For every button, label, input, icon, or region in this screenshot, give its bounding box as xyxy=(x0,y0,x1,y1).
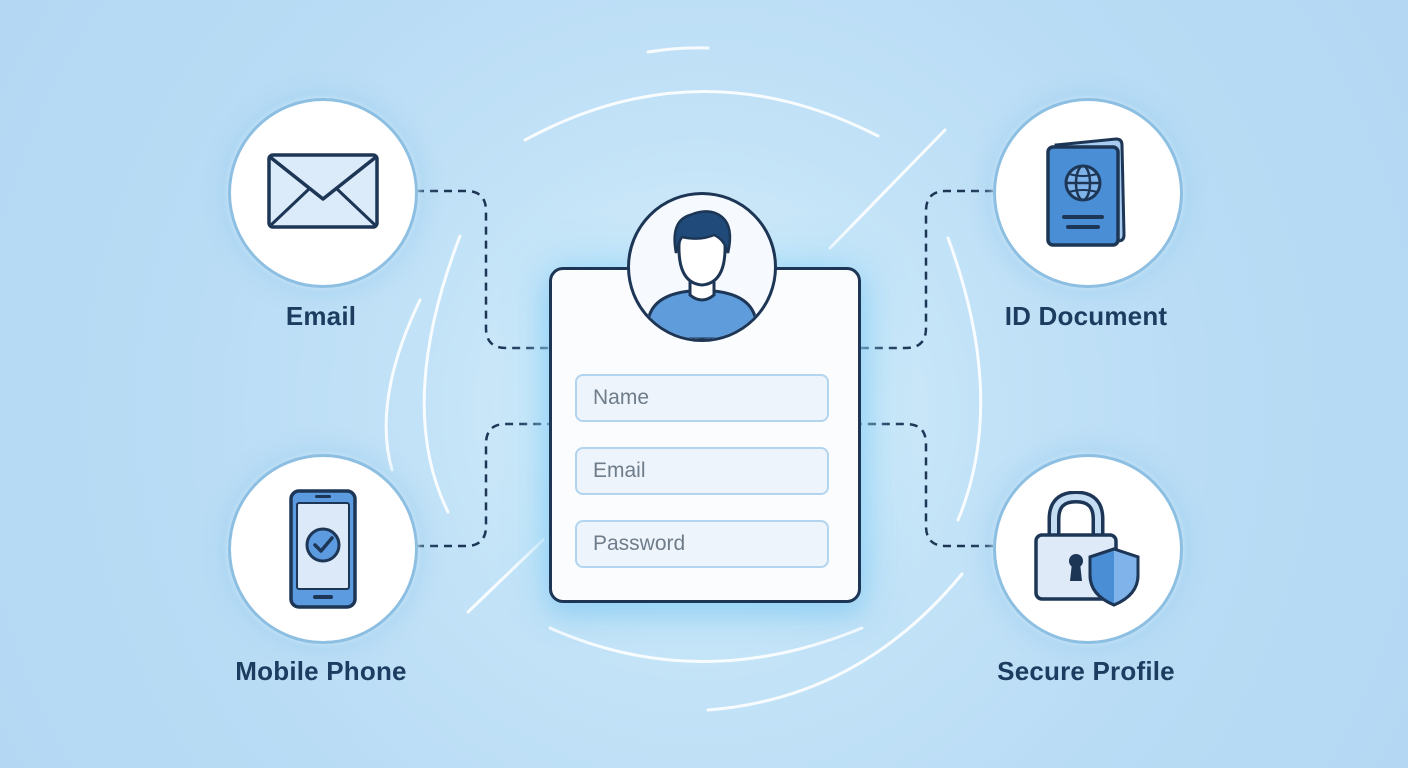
id-document-label: ID Document xyxy=(1004,301,1168,331)
mobile-phone-label: Mobile Phone xyxy=(235,656,407,686)
arc-left-outer xyxy=(384,298,422,472)
mobile-phone-node xyxy=(228,454,418,644)
decorative-arcs xyxy=(384,46,983,712)
arc-bottom xyxy=(548,626,864,663)
email-field[interactable]: Email xyxy=(575,447,829,495)
id-document-node xyxy=(993,98,1183,288)
padlock-shield-icon xyxy=(1034,491,1140,607)
arc-left-inner xyxy=(422,234,462,514)
email-node xyxy=(228,98,418,288)
user-silhouette xyxy=(646,210,758,339)
password-field[interactable]: Password xyxy=(575,520,829,568)
secure-profile-node xyxy=(993,454,1183,644)
name-field[interactable]: Name xyxy=(575,374,829,422)
secure-profile-label: Secure Profile xyxy=(997,656,1175,686)
connector-email xyxy=(416,189,549,350)
dashed-connectors xyxy=(416,189,993,548)
connector-mobile-phone xyxy=(416,422,549,548)
connector-secure-profile xyxy=(858,422,993,548)
arc-top-small xyxy=(646,46,710,54)
arc-top xyxy=(523,90,880,142)
email-label: Email xyxy=(285,301,357,331)
envelope-icon xyxy=(267,153,379,229)
line-lower-left xyxy=(466,538,545,614)
user-avatar-icon xyxy=(627,192,777,342)
arc-right xyxy=(946,236,983,522)
line-upper-right xyxy=(828,128,947,250)
smartphone-check-icon xyxy=(289,489,357,609)
passport-icon xyxy=(1046,137,1126,247)
arc-bottom-outer xyxy=(706,572,964,712)
